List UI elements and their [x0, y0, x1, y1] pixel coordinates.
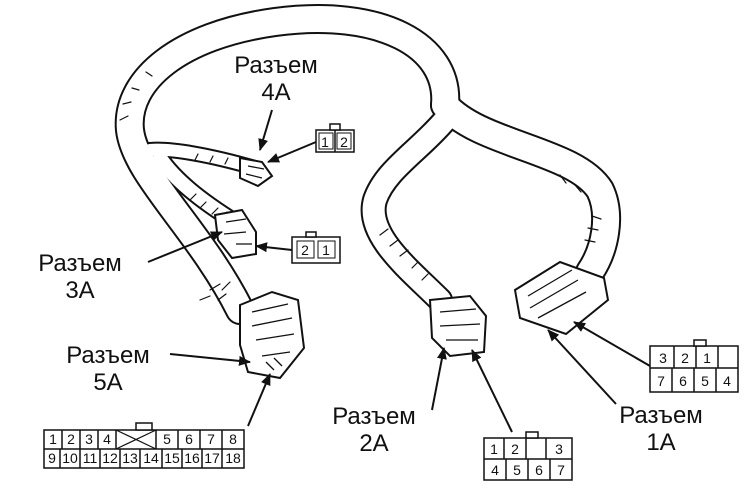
pin-label: 11 — [83, 450, 98, 466]
arrow-label-4a — [258, 109, 273, 151]
pin-label: 2 — [340, 134, 348, 150]
label-name: Разъем — [234, 52, 318, 79]
pin-label: 4 — [103, 431, 111, 447]
arrow-label-1a — [547, 329, 617, 405]
pin-label: 1 — [321, 134, 329, 150]
pin-label: 12 — [102, 450, 118, 466]
pin-label: 2 — [301, 242, 309, 258]
pin-label: 1 — [49, 431, 57, 447]
pin-label: 1 — [490, 441, 498, 457]
pin-label: 8 — [229, 431, 237, 447]
pin-label: 3 — [85, 431, 93, 447]
harness-cable — [114, 4, 621, 325]
pin-label: 18 — [225, 450, 241, 466]
arrow-label-3a — [147, 231, 223, 263]
pin-label: 2 — [67, 431, 75, 447]
label-code: 2A — [359, 430, 389, 457]
pin-label: 3 — [555, 441, 563, 457]
arrow-label-2a — [431, 347, 447, 411]
pinout-1a-pins: 3 2 1 7 6 5 4 — [657, 350, 731, 389]
pin-label: 7 — [207, 431, 215, 447]
pin-label: 5 — [513, 462, 521, 478]
arrow-label-5a — [169, 353, 251, 366]
pinout-5a-pins: 1 2 3 4 5 6 7 8 9 10 11 12 13 14 15 16 1… — [48, 431, 241, 466]
pin-label: 16 — [184, 450, 200, 466]
pin-label: 5 — [163, 431, 171, 447]
label-code: 1A — [646, 429, 676, 456]
label-connector-4a: Разъем 4A — [231, 52, 321, 106]
pin-label: 1 — [703, 350, 711, 366]
connector-5a-body — [239, 290, 306, 380]
pin-label: 5 — [701, 373, 709, 389]
pin-label: 14 — [143, 450, 159, 466]
pin-label: 7 — [557, 462, 565, 478]
label-name: Разъем — [332, 403, 416, 430]
label-connector-3a: Разъем 3A — [10, 250, 150, 304]
pin-label: 1 — [322, 242, 330, 258]
connector-3a-body — [213, 208, 257, 260]
pinout-3a: 2 1 — [291, 231, 341, 264]
pin-label: 17 — [204, 450, 220, 466]
label-connector-5a: Разъем 5A — [56, 342, 160, 396]
label-name: Разъем — [38, 250, 122, 277]
pin-label: 2 — [511, 441, 519, 457]
pinout-1a — [649, 339, 739, 393]
arrow-pinout-5a — [247, 373, 271, 427]
pinout-2a — [483, 431, 573, 481]
connector-4a-body — [239, 156, 274, 188]
pin-label: 2 — [681, 350, 689, 366]
pin-label: 9 — [48, 450, 56, 466]
label-name: Разъем — [66, 342, 150, 369]
arrow-pinout-1a — [573, 321, 651, 367]
arrow-pinout-3a — [255, 242, 293, 253]
pin-label: 4 — [491, 462, 499, 478]
connector-1a-body — [513, 260, 610, 336]
pinout-4a: 1 2 — [315, 123, 355, 153]
arrow-pinout-2a — [471, 349, 513, 433]
label-code: 3A — [65, 277, 95, 304]
pinout-5a — [43, 422, 245, 469]
pinout-2a-pins: 1 2 3 4 5 6 7 — [490, 441, 565, 478]
pin-label: 4 — [723, 373, 731, 389]
pin-label: 6 — [535, 462, 543, 478]
label-connector-1a: Разъем 1A — [609, 402, 713, 456]
pin-label: 6 — [185, 431, 193, 447]
arrow-pinout-4a — [267, 141, 317, 163]
connector-2a-body — [428, 294, 488, 358]
pin-label: 15 — [164, 450, 180, 466]
pin-label: 3 — [659, 350, 667, 366]
leader-arrows — [147, 109, 651, 433]
label-code: 5A — [93, 369, 123, 396]
label-name: Разъем — [619, 402, 703, 429]
label-connector-2a: Разъем 2A — [322, 403, 426, 457]
pin-label: 6 — [679, 373, 687, 389]
label-code: 4A — [261, 79, 291, 106]
pin-label: 13 — [122, 450, 138, 466]
pin-label: 10 — [62, 450, 78, 466]
pin-label: 7 — [657, 373, 665, 389]
